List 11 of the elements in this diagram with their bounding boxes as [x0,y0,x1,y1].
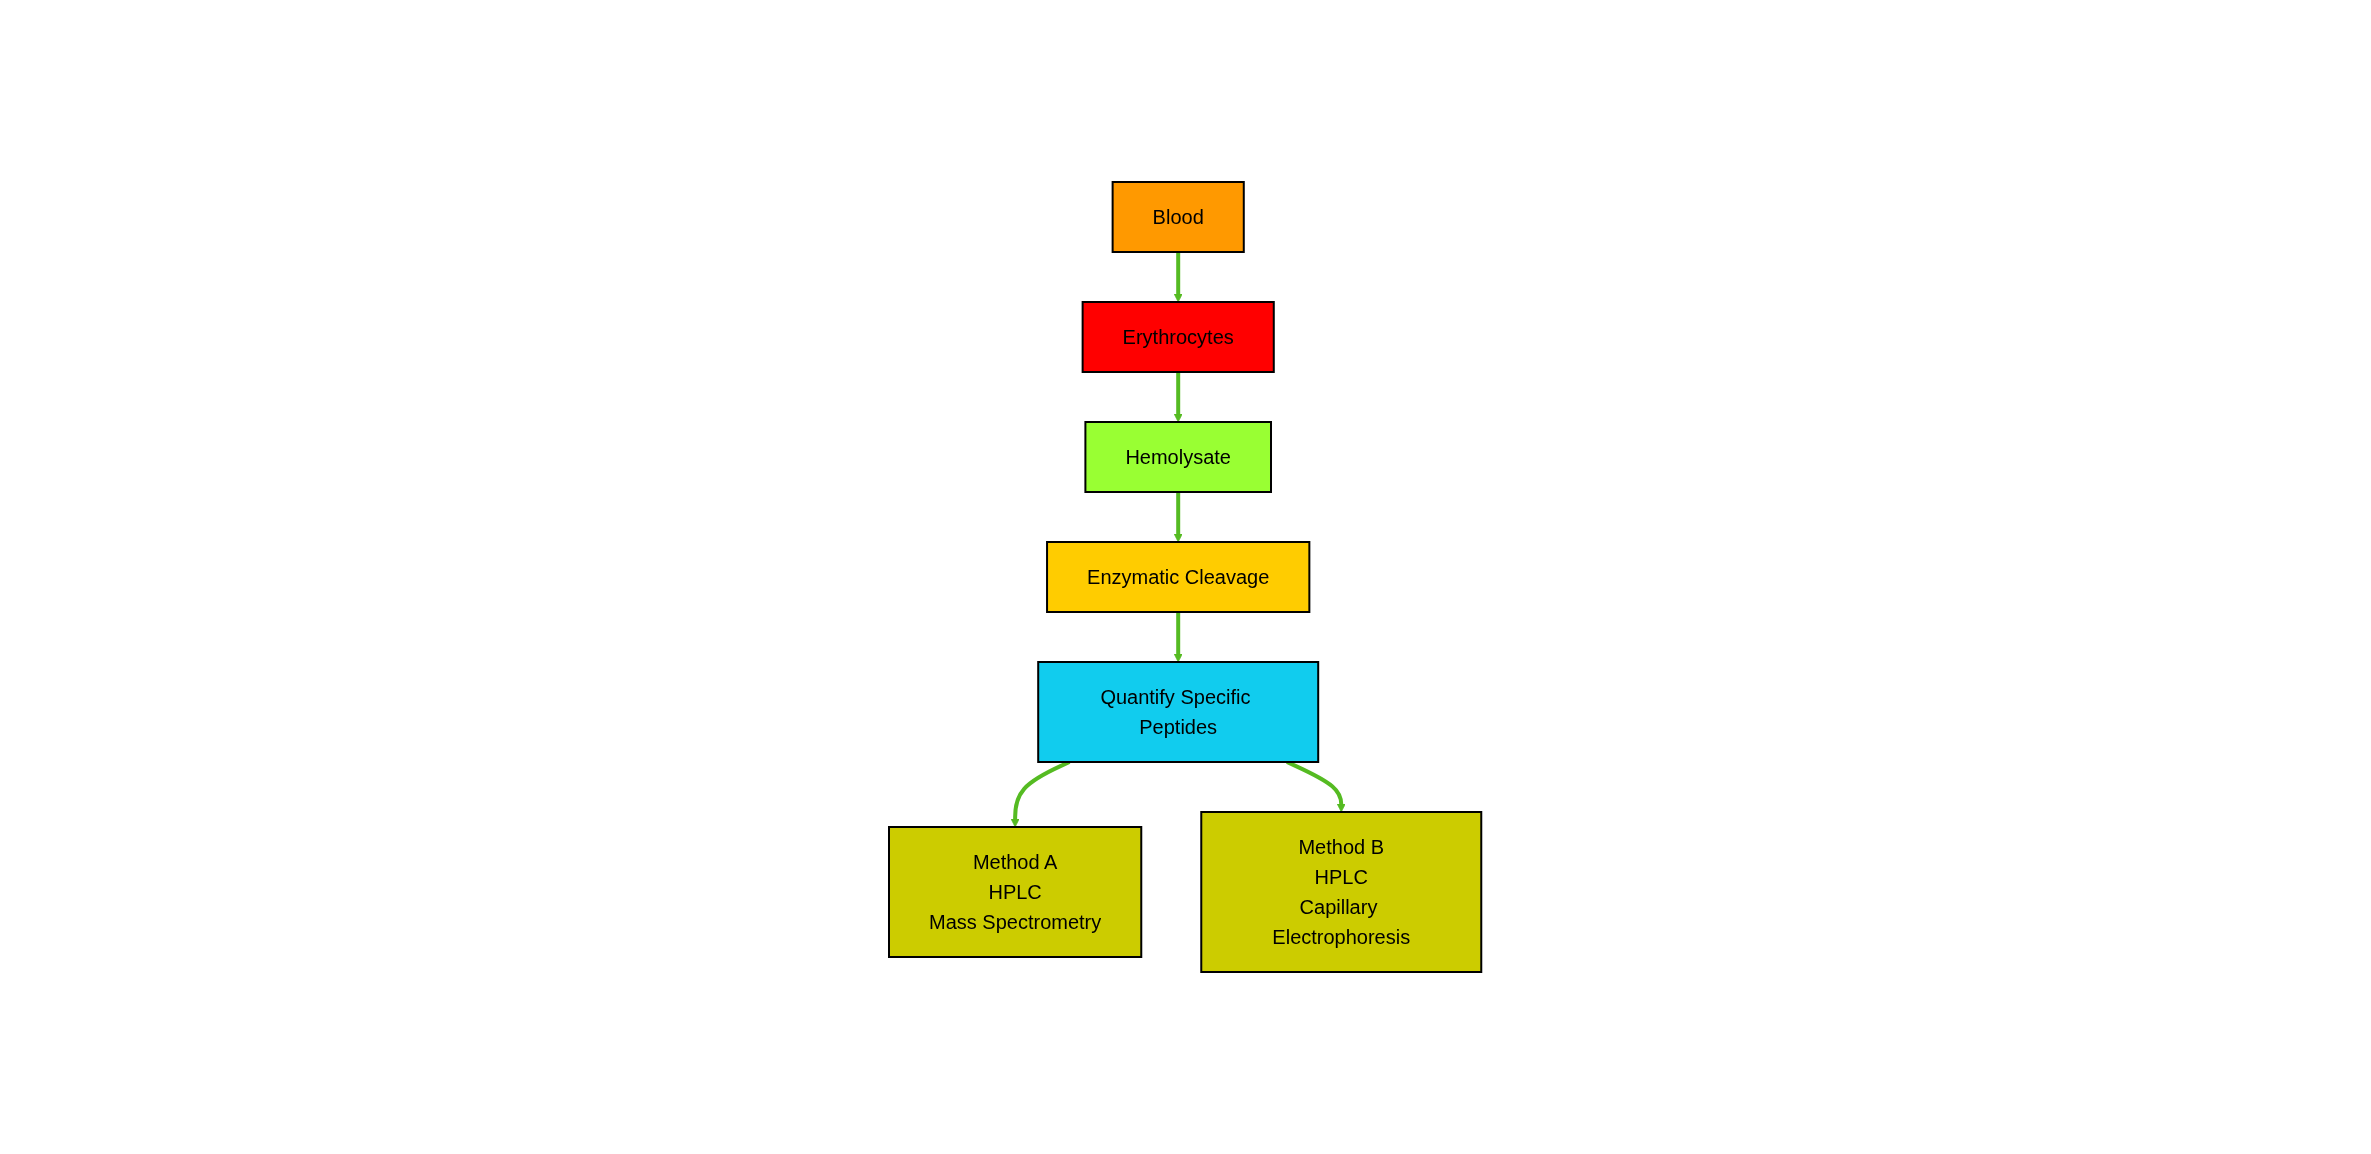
node-box: Enzymatic Cleavage [1046,541,1311,613]
node-box: Method A HPLC Mass Spectrometry [888,826,1143,958]
arrow [1174,252,1183,303]
arrow [1174,492,1183,543]
node-box: Blood [1112,181,1246,253]
node-box: Method B HPLC Capillary Electrophoresis [1200,811,1483,973]
node-box: Hemolysate [1084,421,1273,493]
node-box: Erythrocytes [1082,301,1276,373]
arrow [1174,612,1183,663]
node-box: Quantify Specific Peptides [1037,661,1320,763]
arrow [1174,372,1183,423]
